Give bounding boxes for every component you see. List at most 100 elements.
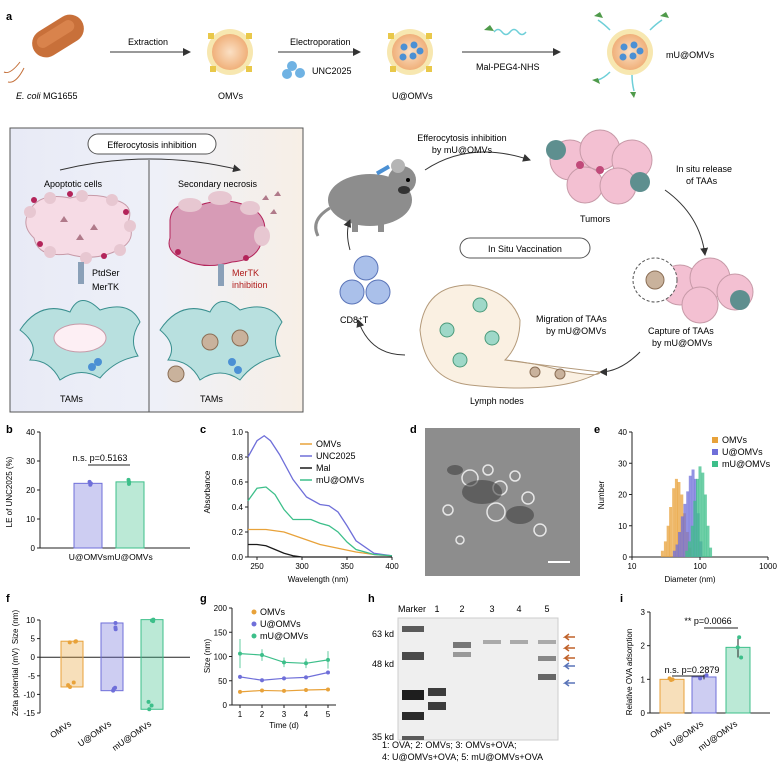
panel-e-bar (688, 541, 691, 557)
panel-c-x-tick-label: 250 (250, 562, 264, 571)
panel-c-y-tick-label: 0.8 (232, 453, 244, 462)
panel-f-zeta-point (150, 704, 154, 708)
panel-h: h Marker 12345 63 kd48 kd35 kd (368, 593, 575, 762)
panel-e-bar (672, 488, 675, 557)
panel-c-ylabel: Absorbance (203, 470, 212, 513)
panel-g-point (238, 652, 242, 656)
gel-lane-label: 2 (459, 604, 464, 614)
panel-g-x-tick-label: 2 (260, 710, 265, 719)
panel-f-range-bar (61, 641, 83, 687)
panel-g-legend-label: OMVs (260, 607, 286, 617)
panel-e-y-tick-label: 30 (618, 459, 627, 468)
panel-g-x-tick-label: 5 (326, 710, 331, 719)
mertk-blocked-link (218, 264, 224, 286)
panel-c-y-tick-label: 0.2 (232, 528, 244, 537)
panel-g-point (304, 688, 308, 692)
u-omv-icon (387, 29, 433, 75)
panel-e-bar (701, 473, 704, 557)
panel-i-y-tick-label: 1 (641, 675, 646, 684)
panel-e-legend-label: U@OMVs (722, 447, 763, 457)
ptdser-mertk-link (78, 262, 84, 284)
panel-e: e Number Diameter (nm) 01020304010100100… (594, 424, 777, 584)
panel-g-y-tick-label: 50 (218, 677, 227, 686)
panel-g-point (304, 661, 308, 665)
panel-g-ylabel: Size (nm) (203, 639, 212, 674)
mertk-inhibition-label-1: MerTK (232, 268, 259, 278)
panel-g-point (238, 675, 242, 679)
panel-i-y-tick-label: 2 (641, 642, 646, 651)
migration-label-1: Migration of TAAs (536, 314, 607, 324)
eff-inhib-label-1: Efferocytosis inhibition (417, 133, 506, 143)
mouse-icon (316, 159, 416, 236)
cycle-arrow-5 (348, 220, 351, 250)
panel-g-y-tick-label: 0 (223, 701, 228, 710)
panel-f-size-point (74, 639, 78, 643)
mertk-inhibition-label-2: inhibition (232, 280, 268, 290)
panel-i: i Relative OVA adsorption 0123OMVsU@OMVs… (620, 593, 770, 753)
panel-f-size-point (113, 625, 117, 629)
panel-i-ylabel: Relative OVA adsorption (625, 629, 634, 716)
omv-icon (207, 29, 253, 75)
migration-label-2: by mU@OMVs (546, 326, 607, 336)
panel-c-series-mU@OMVs (248, 487, 392, 556)
panel-e-xlabel: Diameter (nm) (664, 575, 715, 584)
panel-f-size-point (68, 640, 72, 644)
panel-c-letter: c (200, 424, 206, 436)
panel-g-legend-label: U@OMVs (260, 619, 301, 629)
panel-e-bar (681, 516, 684, 557)
release-label-1: In situ release (676, 164, 732, 174)
taa-capture-cluster (633, 258, 753, 323)
panel-e-x-tick-label: 100 (693, 562, 707, 571)
panel-i-y-tick-label: 3 (641, 608, 646, 617)
cd8t-cells (340, 256, 390, 304)
panel-e-ylabel: Number (597, 480, 606, 509)
panel-f-x-tick-label: mU@OMVs (110, 718, 153, 752)
secondary-necrosis-label: Secondary necrosis (178, 179, 258, 189)
cd8t-label: CD8⁺T (340, 315, 369, 325)
panel-e-bar (699, 466, 702, 557)
eff-inhib-label-2: by mU@OMVs (432, 145, 493, 155)
panel-f-y-tick-label: -5 (28, 672, 36, 681)
panel-e-y-tick-label: 40 (618, 428, 627, 437)
panel-c-legend-label: Mal (316, 463, 331, 473)
panel-f-size-point (114, 621, 118, 625)
panel-i-letter: i (620, 593, 623, 605)
panel-e-bar (685, 551, 688, 557)
panel-e-legend-swatch (712, 449, 718, 455)
gel-lane-label: 5 (544, 604, 549, 614)
panel-i-point (668, 676, 672, 680)
panel-e-bar (673, 551, 676, 557)
panel-g-point (260, 653, 264, 657)
panel-e-bar (683, 504, 686, 557)
omv-particle-icon (168, 366, 184, 382)
gel-arrows (565, 634, 575, 686)
panel-g-x-tick-label: 1 (238, 710, 243, 719)
panel-g-x-tick-label: 3 (282, 710, 287, 719)
panel-b-x-tick-label: U@OMVs (69, 552, 107, 562)
gel-image (398, 618, 558, 740)
panel-f-range-bar (141, 620, 163, 710)
panel-g: g Size (nm) Time (d) 05010015020012345 O… (200, 593, 336, 730)
ptdser-label: PtdSer (92, 268, 120, 278)
panel-f-zeta-point (147, 700, 151, 704)
panel-e-bar (706, 526, 709, 557)
panel-c-y-tick-label: 1.0 (232, 428, 244, 437)
mertk-label: MerTK (92, 282, 119, 292)
panel-i-point (736, 645, 740, 649)
panel-d-letter: d (410, 424, 417, 436)
lymph-nodes-label: Lymph nodes (470, 396, 524, 406)
cycle-arrow-4 (358, 320, 405, 355)
panel-b-axes: 010203040U@OMVsmU@OMVs (26, 428, 190, 562)
panel-i-annotation-ns: n.s. p=0.2879 (665, 665, 720, 675)
gel-lane-label: 1 (434, 604, 439, 614)
panel-f-range-bar (101, 623, 123, 691)
panel-b: b LE of UNC2025 (%) 010203040U@OMVsmU@OM… (5, 424, 190, 562)
panel-i-y-tick-label: 0 (641, 709, 646, 718)
panel-b-y-tick-label: 40 (26, 428, 35, 437)
panel-f-zeta-point (112, 687, 116, 691)
peg-linker-icon (494, 30, 526, 35)
panel-g-point (260, 688, 264, 692)
unc2025-molecules (282, 61, 305, 79)
panel-e-bar (664, 541, 667, 557)
cycle-arrow-3 (600, 352, 640, 372)
